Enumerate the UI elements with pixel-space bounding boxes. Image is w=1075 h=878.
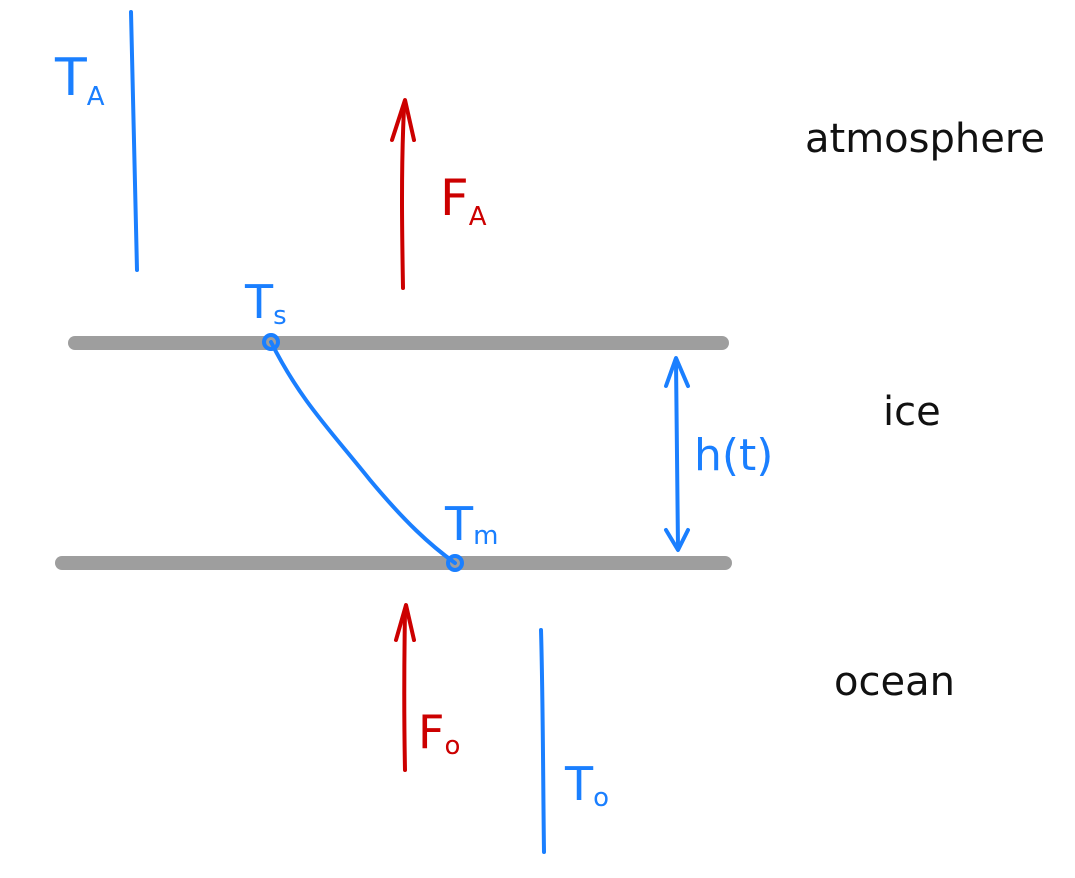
- ocean-flux-arrowhead: [394, 603, 416, 642]
- atmosphere-region-label: atmosphere: [805, 116, 1045, 162]
- thickness-arrowhead-top: [664, 356, 690, 388]
- ocean-flux-arrow: [402, 610, 407, 772]
- atmosphere-flux-arrowhead: [390, 98, 416, 142]
- ocean-temperature-label: To: [564, 757, 609, 813]
- atmosphere-flux-arrow: [400, 106, 406, 290]
- thickness-arrow-line: [674, 360, 680, 550]
- ocean-temperature-line: [539, 628, 546, 854]
- surface-temperature-point: [262, 333, 280, 351]
- thickness-arrowhead-bottom: [664, 528, 690, 552]
- ice-region-label: ice: [883, 389, 941, 435]
- thickness-label: h(t): [694, 430, 773, 481]
- ocean-flux-label: Fo: [418, 705, 460, 761]
- atmosphere-temperature-line: [129, 10, 139, 272]
- atmosphere-flux-label: FA: [440, 169, 487, 232]
- surface-temperature-label: Ts: [244, 275, 287, 331]
- ocean-region-label: ocean: [834, 659, 955, 705]
- atmosphere-temperature-label: TA: [54, 48, 105, 112]
- ice-temperature-profile: [269, 340, 457, 565]
- melt-temperature-label: Tm: [444, 497, 498, 551]
- melt-temperature-point: [446, 554, 464, 572]
